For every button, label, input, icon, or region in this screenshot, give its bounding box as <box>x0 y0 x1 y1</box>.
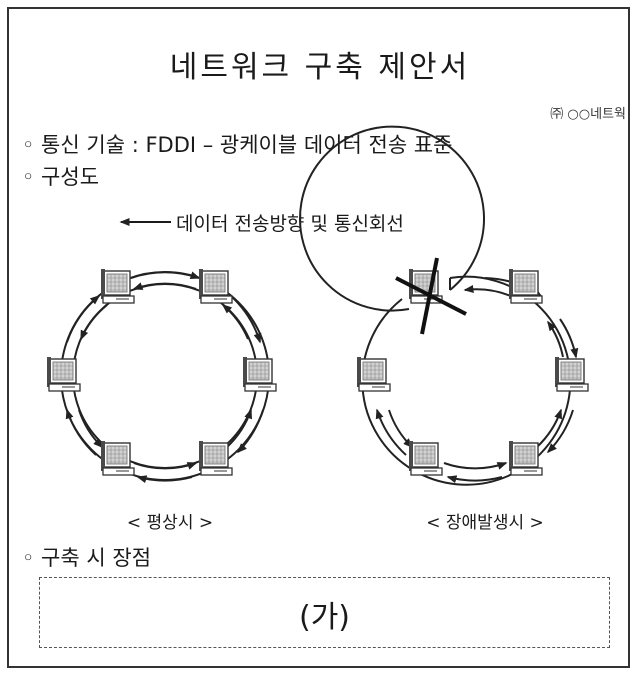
arrow-failure-9 <box>547 320 564 358</box>
diagram-heading: ◦ 구성도 <box>22 165 100 189</box>
arrow-normal-outer-2 <box>230 295 262 344</box>
legend-label: 데이터 전송방향 및 통신회선 <box>176 213 404 235</box>
arrow-normal-inner-2 <box>221 304 249 340</box>
arrow-normal-inner-6 <box>80 304 108 341</box>
answer-box: (가) <box>39 577 610 648</box>
computer-icon <box>100 268 135 304</box>
computer-icon <box>408 440 443 476</box>
company-name: ㈜ ○○네트웍 <box>550 107 626 122</box>
normal-caption: < 평상시 > <box>126 513 214 533</box>
arrow-normal-inner-4 <box>133 462 198 470</box>
computer-icon <box>100 440 135 476</box>
computer-icon <box>198 268 233 304</box>
computer-icon <box>198 440 233 476</box>
computer-icon <box>46 356 81 392</box>
arrow-normal-outer-5 <box>65 408 97 456</box>
arrow-failure-7 <box>443 462 508 470</box>
ring-failure-outer <box>361 275 572 486</box>
arrow-normal-outer-4 <box>136 475 193 484</box>
ring-failure-inner <box>299 125 485 312</box>
computer-icon <box>508 268 543 304</box>
arrow-failure-3 <box>546 409 574 454</box>
blank-label: (가) <box>298 600 350 635</box>
arrow-normal-outer-6 <box>66 295 101 343</box>
arrow-normal-inner-5 <box>78 409 104 449</box>
computer-icon <box>356 356 391 392</box>
arrow-normal-outer-3 <box>236 409 264 454</box>
arrow-normal-outer-1 <box>130 271 201 280</box>
arrow-normal-inner-1 <box>132 282 197 290</box>
computer-icon <box>242 356 277 392</box>
tech-line: ◦ 통신 기술 : FDDI – 광케이블 데이터 전송 표준 <box>22 133 453 157</box>
arrow-failure-5 <box>375 408 407 456</box>
arrow-failure-4 <box>446 475 503 484</box>
arrow-failure-2 <box>559 318 579 359</box>
ring-failure <box>299 125 589 486</box>
failure-caption: < 장애발생시 > <box>426 513 544 533</box>
advantages-heading: ◦ 구축 시 장점 <box>22 546 152 570</box>
arrow-normal-inner-3 <box>226 408 252 448</box>
ring-normal <box>46 268 277 484</box>
arrow-failure-8 <box>536 408 562 448</box>
computer-icon <box>508 440 543 476</box>
document-frame <box>7 7 630 668</box>
computer-icon <box>554 356 589 392</box>
failure-x-mark <box>420 257 439 335</box>
page-title: 네트워크 구축 제안서 <box>169 50 471 85</box>
